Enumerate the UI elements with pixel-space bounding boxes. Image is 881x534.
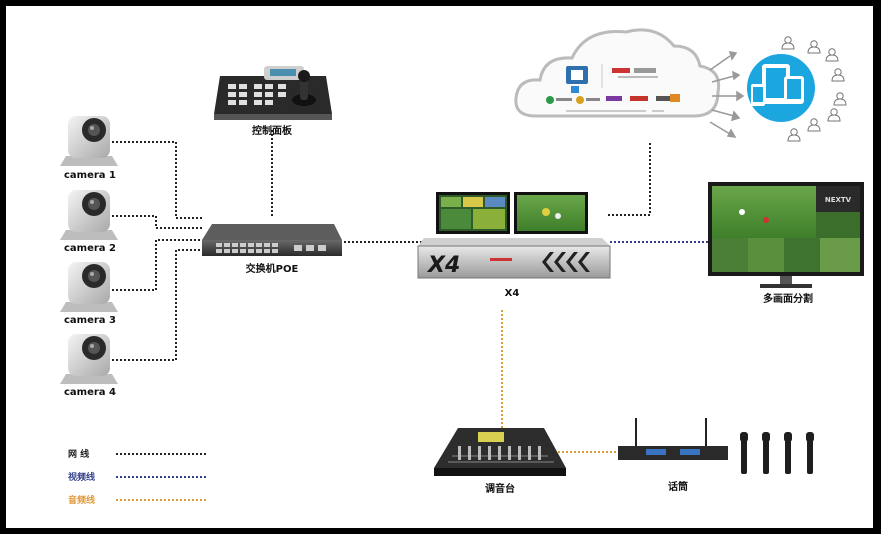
- audio-mixer-device: [434, 428, 566, 476]
- handheld-microphones-icon: [740, 432, 814, 474]
- legend-label-video: 视频线: [68, 471, 95, 483]
- diagram-canvas: 控制面板 交换机POE camera 1 camera 2 camera 3: [6, 6, 873, 528]
- camera-2-label: camera 2: [64, 243, 116, 254]
- viewer-devices-icon: [747, 54, 815, 122]
- distribution-arrows: [709, 51, 745, 138]
- poe-switch-device: [202, 224, 342, 256]
- cloud-platform: [514, 28, 721, 118]
- control-panel-label: 控制面板: [252, 124, 293, 137]
- x4-front-text: X4: [426, 253, 460, 278]
- line-camera4-switch: [112, 249, 202, 361]
- mixer-label: 调音台: [485, 482, 515, 495]
- line-camera1-switch: [112, 141, 202, 219]
- line-camera3-switch: [112, 239, 202, 291]
- line-camera2-switch: [112, 215, 202, 229]
- switch-label: 交换机POE: [246, 262, 299, 275]
- microphone-label: 话筒: [668, 480, 688, 493]
- camera-2-device: [60, 190, 118, 240]
- camera-1-device: [60, 116, 118, 166]
- x4-label: X4: [505, 288, 520, 299]
- camera-1-label: camera 1: [64, 170, 116, 181]
- camera-4-label: camera 4: [64, 387, 116, 398]
- network-diagram: 控制面板 交换机POE camera 1 camera 2 camera 3: [60, 28, 864, 506]
- camera-3-label: camera 3: [64, 315, 116, 326]
- network-lines: [112, 130, 651, 361]
- camera-3-device: [60, 262, 118, 312]
- camera-4-device: [60, 334, 118, 384]
- legend: 网 线 视频线 音频线: [68, 448, 206, 506]
- x4-monitors: [436, 192, 588, 234]
- audio-lines: [501, 310, 618, 453]
- legend-label-audio: 音频线: [68, 494, 95, 506]
- wireless-mic-receiver: [618, 418, 728, 460]
- legend-label-network: 网 线: [68, 448, 89, 460]
- brand-logo-icon: [612, 68, 630, 73]
- multiview-label: 多画面分割: [763, 292, 813, 305]
- line-x4-cloud: [608, 142, 651, 216]
- x4-streaming-device: X4: [417, 238, 611, 279]
- multiview-monitor: NEXTV: [708, 182, 864, 288]
- control-panel-device: [214, 66, 332, 120]
- monitor-brand-text: NEXTV: [825, 196, 852, 204]
